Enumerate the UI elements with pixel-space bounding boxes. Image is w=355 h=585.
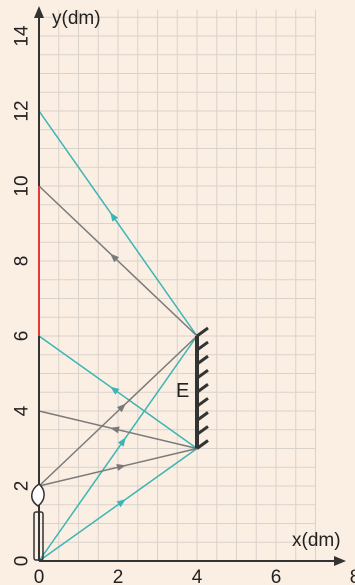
y-tick-label: 0 bbox=[12, 556, 33, 567]
y-axis-label: y(dm) bbox=[52, 8, 101, 29]
labels: y(dm) x(dm) E bbox=[52, 8, 341, 551]
y-tick-label: 12 bbox=[12, 100, 33, 121]
ray-segment bbox=[38, 447, 198, 562]
y-tick-label: 2 bbox=[12, 481, 33, 492]
ray-segment bbox=[38, 335, 198, 562]
x-tick-label: 6 bbox=[271, 567, 282, 585]
y-axis-arrow bbox=[34, 6, 44, 18]
ray-arrow bbox=[116, 499, 126, 508]
grid bbox=[38, 9, 316, 562]
ray-segment bbox=[38, 335, 198, 450]
person-head bbox=[31, 483, 45, 507]
mirror-hatch bbox=[196, 383, 209, 394]
mirror-hatch bbox=[196, 354, 209, 366]
ray-arrow bbox=[110, 426, 120, 434]
x-tick-label: 0 bbox=[34, 567, 45, 585]
light-rays bbox=[38, 110, 198, 562]
ray-arrow bbox=[116, 464, 126, 471]
x-axis-arrow bbox=[334, 556, 346, 566]
mirror-hatch bbox=[196, 425, 209, 436]
x-tick-label: 8 bbox=[350, 567, 355, 585]
ray-segment bbox=[38, 185, 198, 337]
ray-segment bbox=[38, 335, 198, 487]
mirror-hatch bbox=[196, 439, 209, 450]
ray-arrow bbox=[117, 437, 126, 447]
ray-arrow bbox=[110, 253, 120, 263]
x-axis-label: x(dm) bbox=[292, 530, 341, 551]
mirror-hatch bbox=[196, 340, 209, 352]
y-tick-label: 6 bbox=[12, 331, 33, 342]
ray-arrow bbox=[110, 212, 119, 222]
mirror-hatch bbox=[196, 368, 209, 380]
mirror-hatch bbox=[196, 326, 209, 338]
ray-arrow bbox=[116, 403, 126, 413]
axes: 0 2 4 6 8 0 2 4 6 8 10 12 14 bbox=[12, 6, 355, 585]
y-tick-label: 10 bbox=[12, 175, 33, 196]
mirror bbox=[195, 326, 209, 450]
mirror-hatch bbox=[196, 397, 209, 408]
person-figure bbox=[31, 483, 45, 561]
y-tick-label: 8 bbox=[12, 256, 33, 267]
x-tick-label: 4 bbox=[192, 567, 203, 585]
mirror-hatch bbox=[196, 411, 209, 422]
x-tick-label: 2 bbox=[113, 567, 124, 585]
y-tick-label: 4 bbox=[12, 405, 33, 416]
y-tick-label: 14 bbox=[12, 25, 33, 47]
ray-segment bbox=[38, 110, 198, 337]
mirror-label: E bbox=[176, 380, 189, 402]
person-body bbox=[33, 511, 44, 561]
ray-arrow bbox=[110, 386, 120, 395]
